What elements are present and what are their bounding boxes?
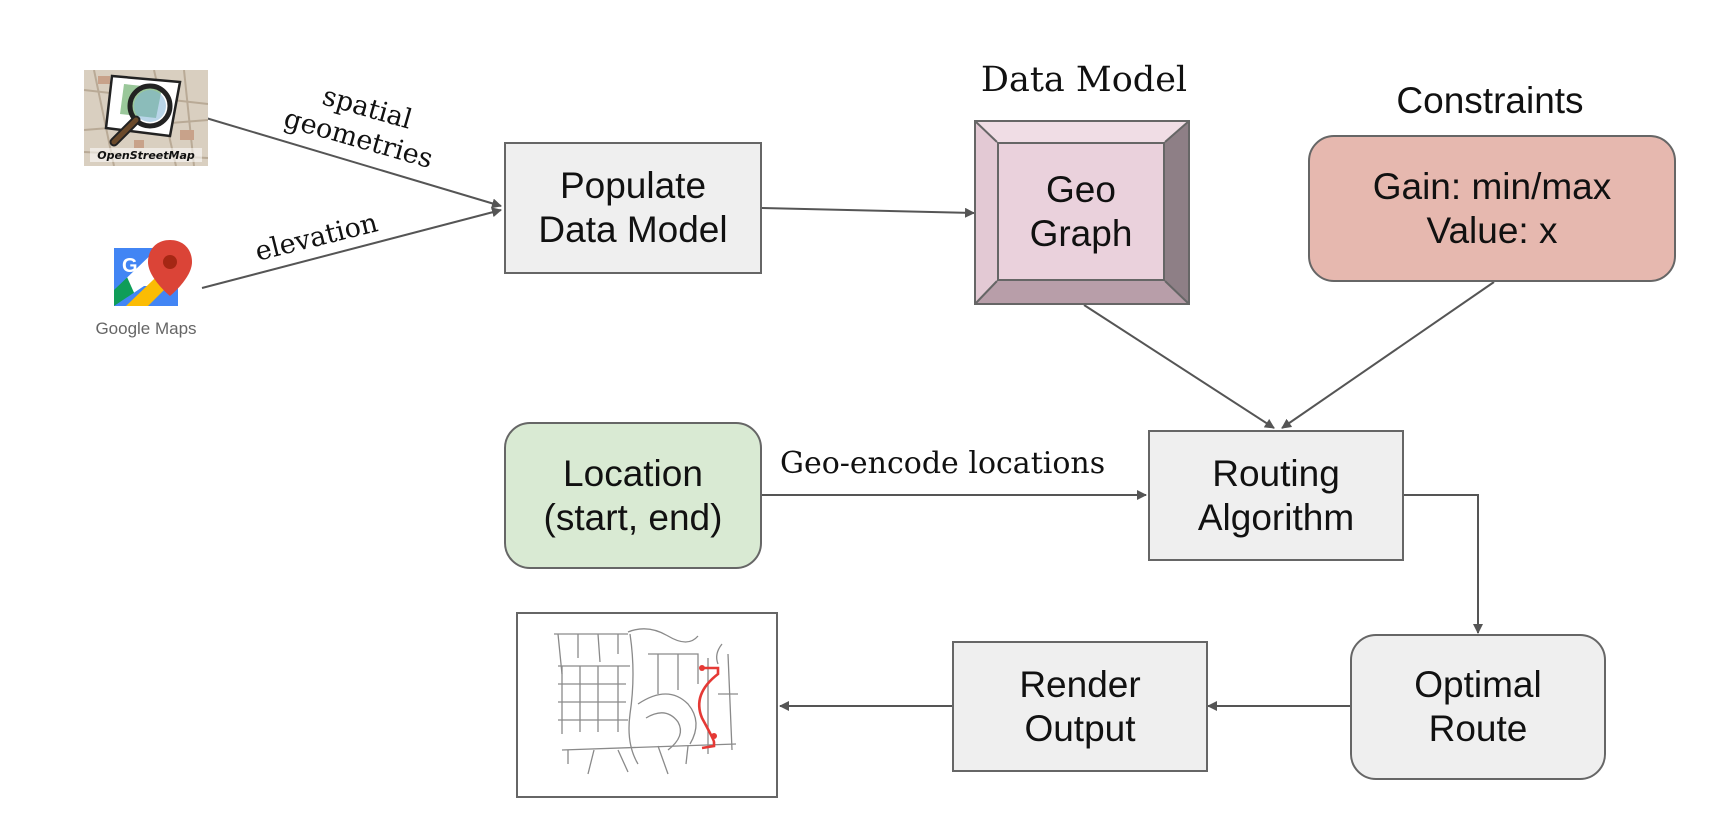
location-label: Location (start, end) [543,452,723,538]
geo-graph-bevel [974,120,1190,305]
gmaps-logo-text: Google Maps [95,319,196,338]
edge-label-geo-encode-locations: Geo-encode locations [780,446,1106,481]
output-map-preview [516,612,778,798]
routing-algorithm-box: Routing Algorithm [1148,430,1404,561]
populate-data-model-label: Populate Data Model [538,165,728,250]
osm-logo-text: OpenStreetMap [97,149,195,162]
geo-graph-label: Geo Graph [1029,168,1133,254]
geo-graph-box: Geo Graph [974,120,1190,305]
optimal-route-line [697,666,720,750]
render-output-box: Render Output [952,641,1208,772]
populate-data-model-box: Populate Data Model [504,142,762,274]
svg-text:G: G [122,255,138,277]
constraints-label: Gain: min/max Value: x [1372,165,1612,251]
openstreetmap-logo-icon: OpenStreetMap [84,70,208,166]
render-output-label: Render Output [1019,663,1141,749]
routing-algorithm-label: Routing Algorithm [1197,452,1355,538]
arrow-osm-to-populate [205,117,502,209]
arrow-constraints-to-routing [1281,281,1495,429]
geo-graph-face: Geo Graph [997,142,1165,281]
google-maps-logo-icon: G Google Maps [95,240,197,338]
arrow-gmaps-to-populate [201,207,502,289]
optimal-route-box: Optimal Route [1350,634,1606,780]
constraints-box: Gain: min/max Value: x [1308,135,1676,282]
arrow-populate-to-geograph [761,207,975,218]
constraints-title: Constraints [1396,80,1584,121]
location-box: Location (start, end) [504,422,762,569]
arrow-geograph-to-routing [1083,304,1275,429]
data-model-title: Data Model [980,60,1188,100]
optimal-route-label: Optimal Route [1414,664,1542,749]
street-network-map-icon [554,628,738,775]
arrow-routing-to-optimal-route [1404,494,1483,634]
